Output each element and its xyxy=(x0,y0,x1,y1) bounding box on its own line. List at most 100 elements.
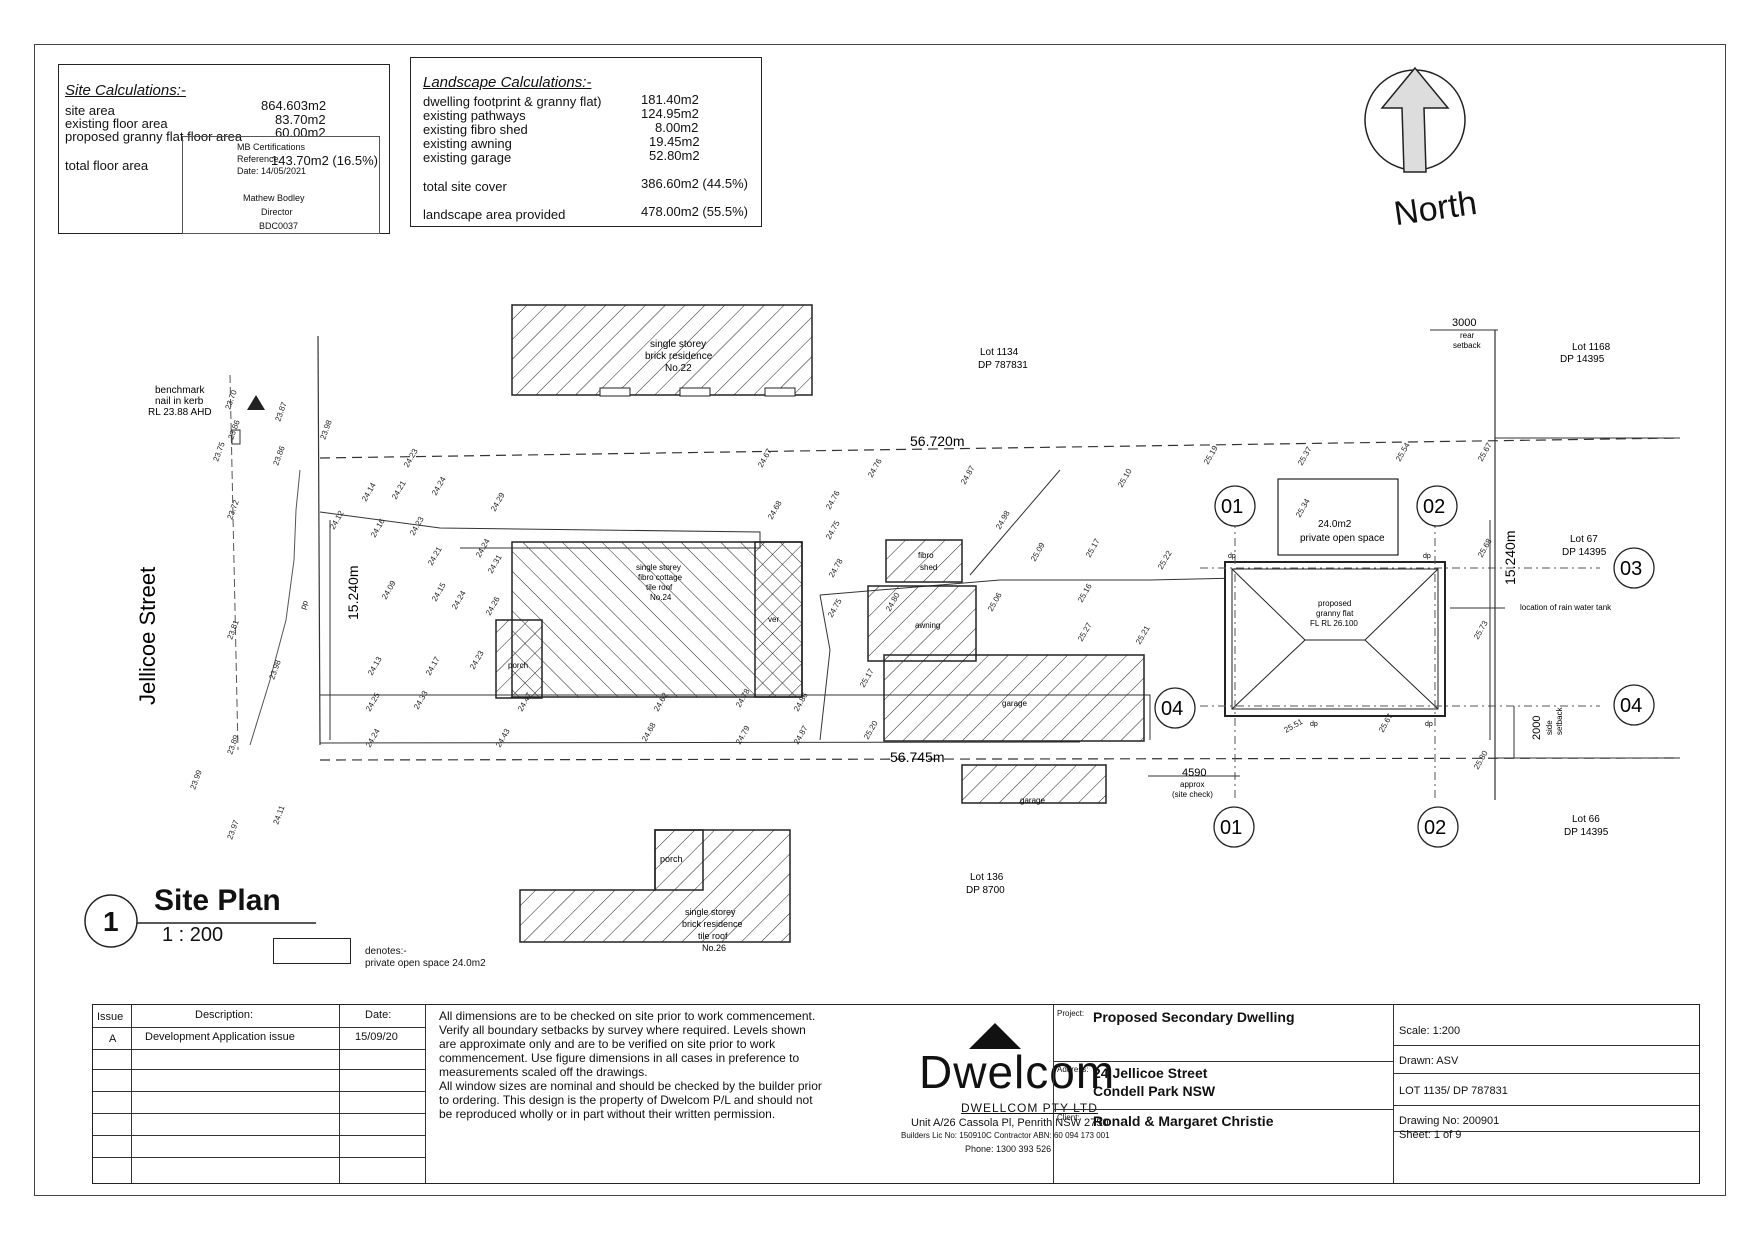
address-line: 24 Jellicoe Street xyxy=(1093,1065,1208,1081)
porch-label: porch xyxy=(660,854,683,864)
spot-level: 23.81 xyxy=(225,618,240,640)
site-calc-label: existing floor area xyxy=(65,116,168,131)
sheet-number: Sheet: 1 of 9 xyxy=(1399,1129,1462,1141)
downpipe-label: dp xyxy=(1310,721,1318,728)
grid-marker-label: 01 xyxy=(1220,817,1242,839)
building-label: No.22 xyxy=(665,363,692,374)
lot-label: DP 8700 xyxy=(966,885,1005,896)
building-label: No.26 xyxy=(702,943,726,953)
note-line: All window sizes are nominal and should … xyxy=(439,1079,822,1093)
building-label: brick residence xyxy=(645,351,713,362)
note-line: commencement. Use figure dimensions in a… xyxy=(439,1051,800,1065)
spot-level: 24.23 xyxy=(468,649,486,671)
spot-level: 24.87 xyxy=(959,464,977,486)
north-arrow-icon: North xyxy=(1364,66,1479,230)
pos-area: 24.0m2 xyxy=(1318,519,1352,530)
benchmark-label: RL 23.88 AHD xyxy=(148,407,212,418)
scale-field: Scale: 1:200 xyxy=(1399,1025,1461,1037)
spot-level: 24.21 xyxy=(426,545,444,567)
awning-label: awning xyxy=(915,621,940,630)
spot-level: 24.21 xyxy=(390,479,408,501)
side-setback-value: 2000 xyxy=(1531,716,1543,740)
landscape-calc-value: 478.00m2 (55.5%) xyxy=(641,204,748,219)
description-header: Description: xyxy=(195,1009,254,1021)
grid-marker-label: 01 xyxy=(1221,496,1243,518)
note-line: be reproduced wholly or in part without … xyxy=(439,1107,776,1121)
verandah-label: ver xyxy=(768,615,779,624)
site-calc-label: total floor area xyxy=(65,158,149,173)
existing-house-no24 xyxy=(511,541,803,698)
building-label: tile roof xyxy=(698,931,728,941)
spot-level: 24.75 xyxy=(824,519,842,541)
landscape-calc-label: existing fibro shed xyxy=(423,122,528,137)
spot-level: 24.25 xyxy=(364,691,382,713)
downpipe-label: dp xyxy=(1228,553,1236,560)
spot-level: 24.15 xyxy=(430,581,448,603)
lot-label: Lot 67 xyxy=(1570,534,1598,545)
legend-denotes: denotes:- xyxy=(365,946,407,957)
issue-cell: A xyxy=(109,1033,117,1045)
spot-level: 24.13 xyxy=(366,655,384,677)
company-phone: Phone: 1300 393 526 xyxy=(965,1144,1052,1154)
lot-label: DP 14395 xyxy=(1564,827,1609,838)
spot-level: 24.09 xyxy=(380,579,398,601)
spot-level: 25.21 xyxy=(1134,624,1152,646)
proposed-granny-flat xyxy=(1224,561,1446,717)
spot-level: 24.16 xyxy=(369,517,387,539)
spot-level: 25.06 xyxy=(986,591,1004,613)
porch-label: porch xyxy=(508,661,528,670)
building-label: single storey xyxy=(636,563,681,572)
building-label: fibro cottage xyxy=(638,573,683,582)
drawn-field: Drawn: ASV xyxy=(1399,1055,1459,1067)
dimension-left: 15.240m xyxy=(345,566,361,620)
spot-level: 24.24 xyxy=(364,727,382,749)
site-check-value: 4590 xyxy=(1182,767,1206,779)
spot-level: 23.86 xyxy=(271,444,286,466)
rear-setback-value: 3000 xyxy=(1452,317,1476,329)
neighbour-no26 xyxy=(519,829,791,943)
downpipe-label: dp xyxy=(1423,553,1431,560)
side-setback-text: setback xyxy=(1555,706,1564,735)
spot-level: 24.31 xyxy=(486,553,504,575)
lot-label: Lot 1168 xyxy=(1572,342,1611,353)
spot-level: 25.37 xyxy=(1296,445,1314,467)
site-check-text: approx xyxy=(1180,780,1204,789)
site-calc-value: 864.603m2 xyxy=(261,98,327,113)
grid-marker-label: 02 xyxy=(1424,817,1446,839)
spot-level: 25.73 xyxy=(1472,619,1490,641)
granny-flat-label: proposed xyxy=(1318,599,1351,608)
company-address: Unit A/26 Cassola Pl, Penrith NSW 2750 xyxy=(911,1117,1109,1129)
spot-level: 23.75 xyxy=(211,440,226,462)
landscape-calc-value: 181.40m2 xyxy=(641,92,699,107)
garage-label: garage xyxy=(1002,699,1027,708)
stamp-line: Reference xyxy=(237,154,279,164)
dimension-right: 15.240m xyxy=(1502,531,1518,585)
landscape-calc-label: total site cover xyxy=(423,179,507,194)
street-name-part: Jellicoe Street xyxy=(135,567,160,705)
note-line: measurements scaled off the drawings. xyxy=(439,1065,648,1079)
spot-level: 24.76 xyxy=(824,489,842,511)
company-logo-text: Dwelcom xyxy=(919,1046,1116,1098)
landscape-calc-value: 8.00m2 xyxy=(655,120,699,135)
spot-level: 24.76 xyxy=(866,457,884,479)
spot-level: 23.89 xyxy=(225,733,240,755)
spot-level: 25.68 xyxy=(1476,537,1494,559)
spot-level: 25.20 xyxy=(862,719,880,741)
spot-level: 24.24 xyxy=(450,589,468,611)
stamp-code: BDC0037 xyxy=(259,221,299,231)
grid-marker-label: 04 xyxy=(1161,698,1183,720)
description-cell: Development Application issue xyxy=(145,1031,295,1043)
building-label: single storey xyxy=(685,907,736,917)
project-name: Proposed Secondary Dwelling xyxy=(1093,1009,1295,1025)
grid-marker-label: 04 xyxy=(1620,695,1642,717)
spot-level: 23.87 xyxy=(273,400,288,422)
company-licence: Builders Lic No: 150910C Contractor ABN:… xyxy=(901,1131,1110,1140)
spot-level: 24.43 xyxy=(494,727,512,749)
project-label: Project: xyxy=(1057,1009,1085,1018)
note-line: All dimensions are to be checked on site… xyxy=(439,1009,816,1023)
rear-setback-text: rear xyxy=(1460,331,1475,340)
landscape-calc-label: landscape area provided xyxy=(423,207,566,222)
lot-label: Lot 66 xyxy=(1572,814,1600,825)
site-calc-value: 143.70m2 (16.5%) xyxy=(271,153,378,168)
